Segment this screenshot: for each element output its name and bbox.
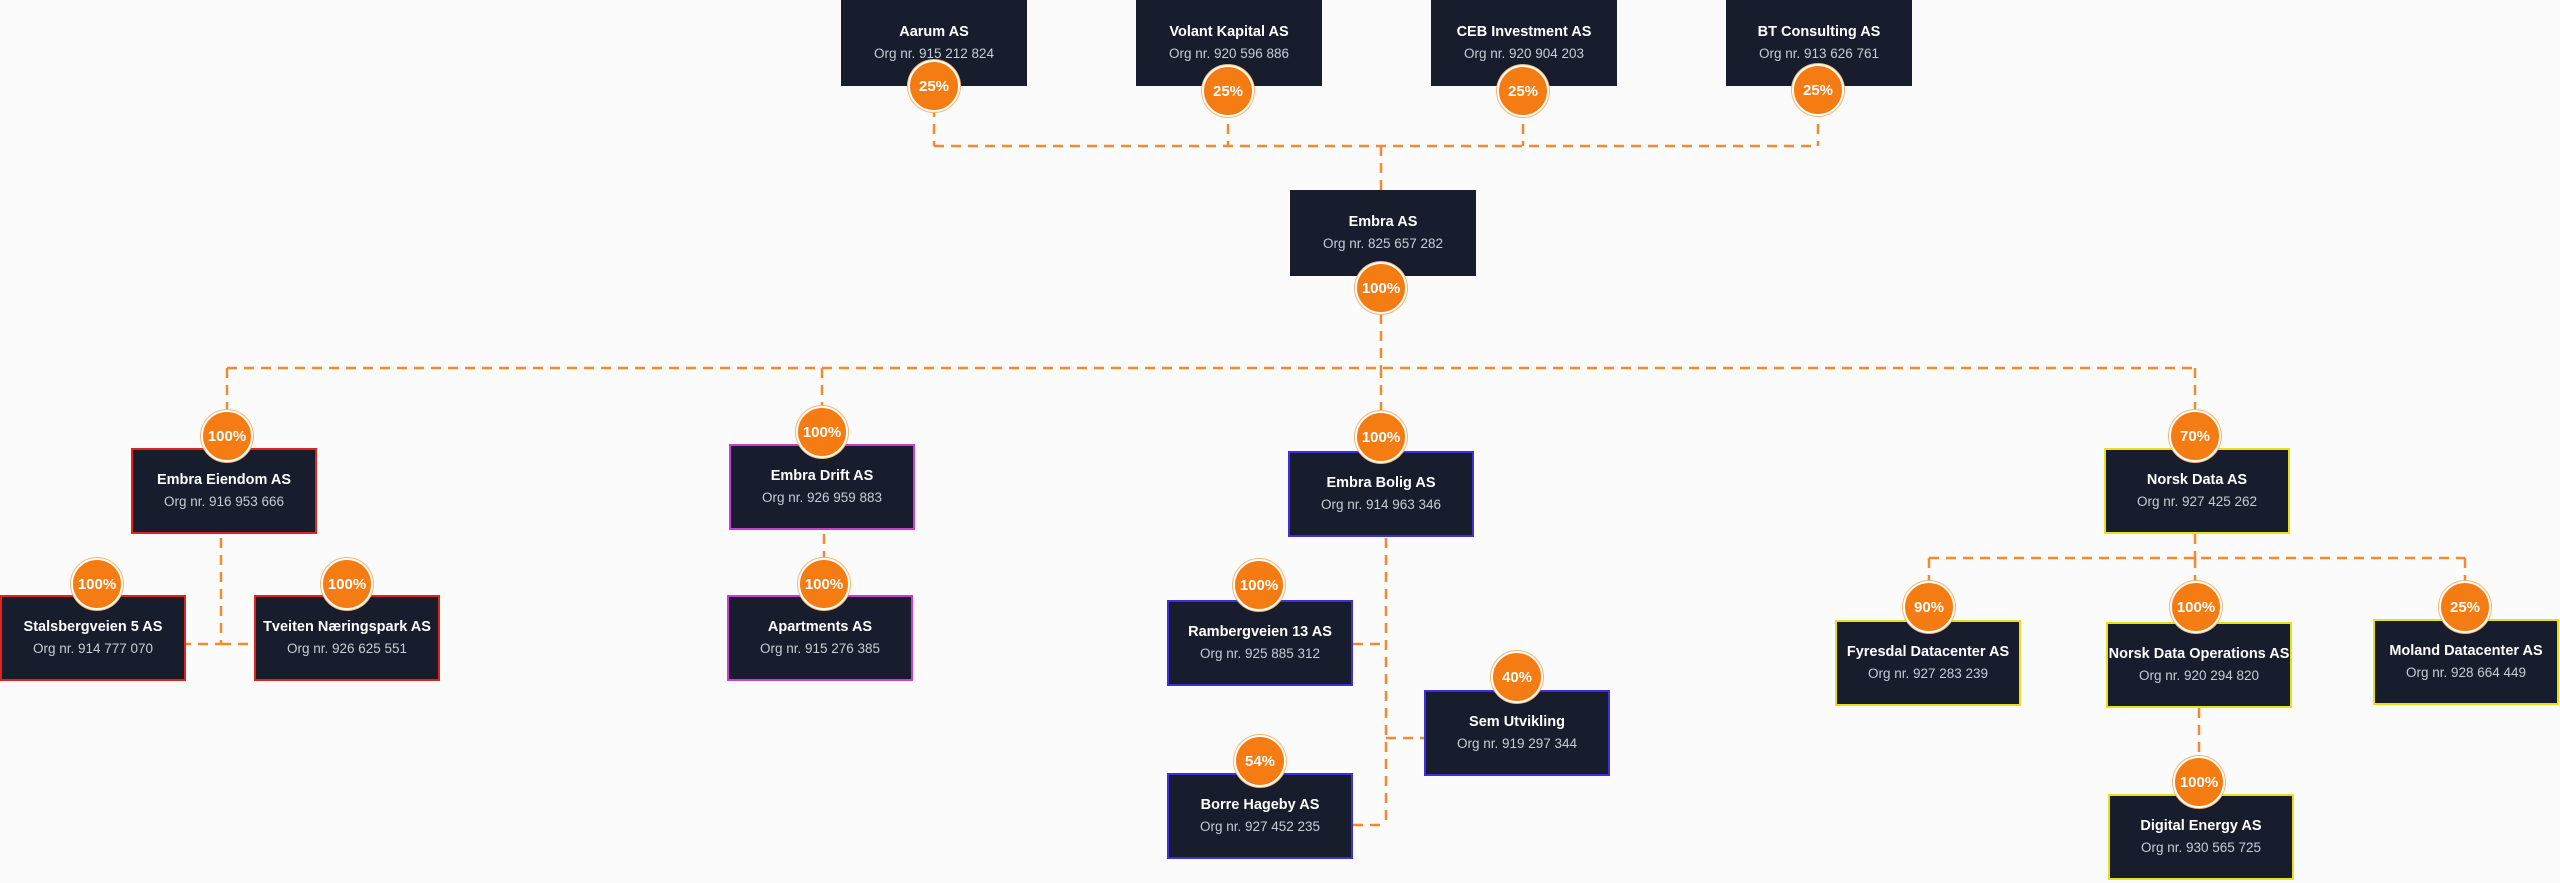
company-name: Tveiten Næringspark AS	[263, 619, 431, 635]
company-name: Moland Datacenter AS	[2389, 643, 2543, 659]
company-box-moland-datacenter[interactable]: Moland Datacenter AS Org nr. 928 664 449	[2373, 619, 2559, 705]
company-name: Embra AS	[1348, 214, 1418, 230]
org-number: Org nr. 930 565 725	[2140, 840, 2262, 855]
connector-line	[225, 368, 2197, 410]
org-number: Org nr. 927 425 262	[2136, 494, 2258, 509]
company-name: Digital Energy AS	[2140, 818, 2262, 834]
company-box-volant-kapital[interactable]: Volant Kapital AS Org nr. 920 596 886	[1136, 0, 1322, 86]
org-number: Org nr. 928 664 449	[2405, 665, 2527, 680]
ownership-badge: 90%	[1903, 581, 1955, 633]
org-number: Org nr. 920 904 203	[1463, 46, 1585, 61]
ownership-badge: 25%	[1497, 65, 1549, 117]
company-box-embra[interactable]: Embra AS Org nr. 825 657 282	[1290, 190, 1476, 276]
company-name: Borre Hageby AS	[1200, 797, 1320, 813]
ownership-badge: 100%	[1355, 262, 1407, 314]
org-number: Org nr. 920 596 886	[1168, 46, 1290, 61]
ownership-badge: 100%	[1233, 559, 1285, 611]
org-number: Org nr. 927 452 235	[1199, 819, 1321, 834]
org-number: Org nr. 919 297 344	[1456, 736, 1578, 751]
connector-line	[1353, 642, 1424, 827]
company-name: Norsk Data Operations AS	[2108, 646, 2290, 662]
ownership-badge: 100%	[201, 410, 253, 462]
company-name: Embra Eiendom AS	[156, 472, 292, 488]
connector-line	[932, 90, 1820, 146]
org-number: Org nr. 926 959 883	[761, 490, 883, 505]
org-number: Org nr. 925 885 312	[1199, 646, 1321, 661]
company-box-fyresdal-datacenter[interactable]: Fyresdal Datacenter AS Org nr. 927 283 2…	[1835, 620, 2021, 706]
company-name: Embra Drift AS	[770, 468, 874, 484]
company-box-embra-eiendom[interactable]: Embra Eiendom AS Org nr. 916 953 666	[131, 448, 317, 534]
company-name: Rambergveien 13 AS	[1188, 624, 1332, 640]
org-number: Org nr. 915 276 385	[759, 641, 881, 656]
org-number: Org nr. 915 212 824	[873, 46, 995, 61]
org-number: Org nr. 926 625 551	[286, 641, 408, 656]
company-box-norsk-data-operations[interactable]: Norsk Data Operations AS Org nr. 920 294…	[2106, 622, 2292, 708]
ownership-badge: 100%	[798, 558, 850, 610]
company-name: Embra Bolig AS	[1326, 475, 1436, 491]
org-number: Org nr. 916 953 666	[163, 494, 285, 509]
ownership-badge: 25%	[1202, 65, 1254, 117]
company-name: Stalsbergveien 5 AS	[23, 619, 163, 635]
company-name: Norsk Data AS	[2146, 472, 2248, 488]
company-box-embra-drift[interactable]: Embra Drift AS Org nr. 926 959 883	[729, 444, 915, 530]
company-name: Sem Utvikling	[1469, 714, 1565, 730]
company-name: Apartments AS	[767, 619, 873, 635]
ownership-badge: 100%	[2170, 581, 2222, 633]
ownership-badge: 40%	[1491, 651, 1543, 703]
org-number: Org nr. 927 283 239	[1867, 666, 1989, 681]
company-box-rambergveien[interactable]: Rambergveien 13 AS Org nr. 925 885 312	[1167, 600, 1353, 686]
ownership-badge: 100%	[796, 406, 848, 458]
company-name: Fyresdal Datacenter AS	[1846, 644, 2010, 660]
ownership-badge: 25%	[908, 60, 960, 112]
company-name: Aarum AS	[899, 24, 969, 40]
company-box-norsk-data[interactable]: Norsk Data AS Org nr. 927 425 262	[2104, 448, 2290, 534]
company-name: CEB Investment AS	[1456, 24, 1592, 40]
org-number: Org nr. 920 294 820	[2138, 668, 2260, 683]
org-number: Org nr. 914 963 346	[1320, 497, 1442, 512]
org-number: Org nr. 913 626 761	[1758, 46, 1880, 61]
company-box-embra-bolig[interactable]: Embra Bolig AS Org nr. 914 963 346	[1288, 451, 1474, 537]
org-number: Org nr. 825 657 282	[1322, 236, 1444, 251]
ownership-badge: 100%	[71, 558, 123, 610]
ownership-badge: 70%	[2169, 410, 2221, 462]
connector-line	[186, 538, 256, 646]
company-box-digital-energy[interactable]: Digital Energy AS Org nr. 930 565 725	[2108, 794, 2294, 880]
ownership-badge: 100%	[321, 558, 373, 610]
company-box-borre-hageby[interactable]: Borre Hageby AS Org nr. 927 452 235	[1167, 773, 1353, 859]
ownership-badge: 54%	[1234, 735, 1286, 787]
company-name: Volant Kapital AS	[1169, 24, 1289, 40]
ownership-badge: 25%	[1792, 64, 1844, 116]
ownership-badge: 25%	[2439, 581, 2491, 633]
ownership-badge: 100%	[2173, 756, 2225, 808]
company-name: BT Consulting AS	[1757, 24, 1881, 40]
ownership-badge: 100%	[1355, 411, 1407, 463]
org-number: Org nr. 914 777 070	[32, 641, 154, 656]
